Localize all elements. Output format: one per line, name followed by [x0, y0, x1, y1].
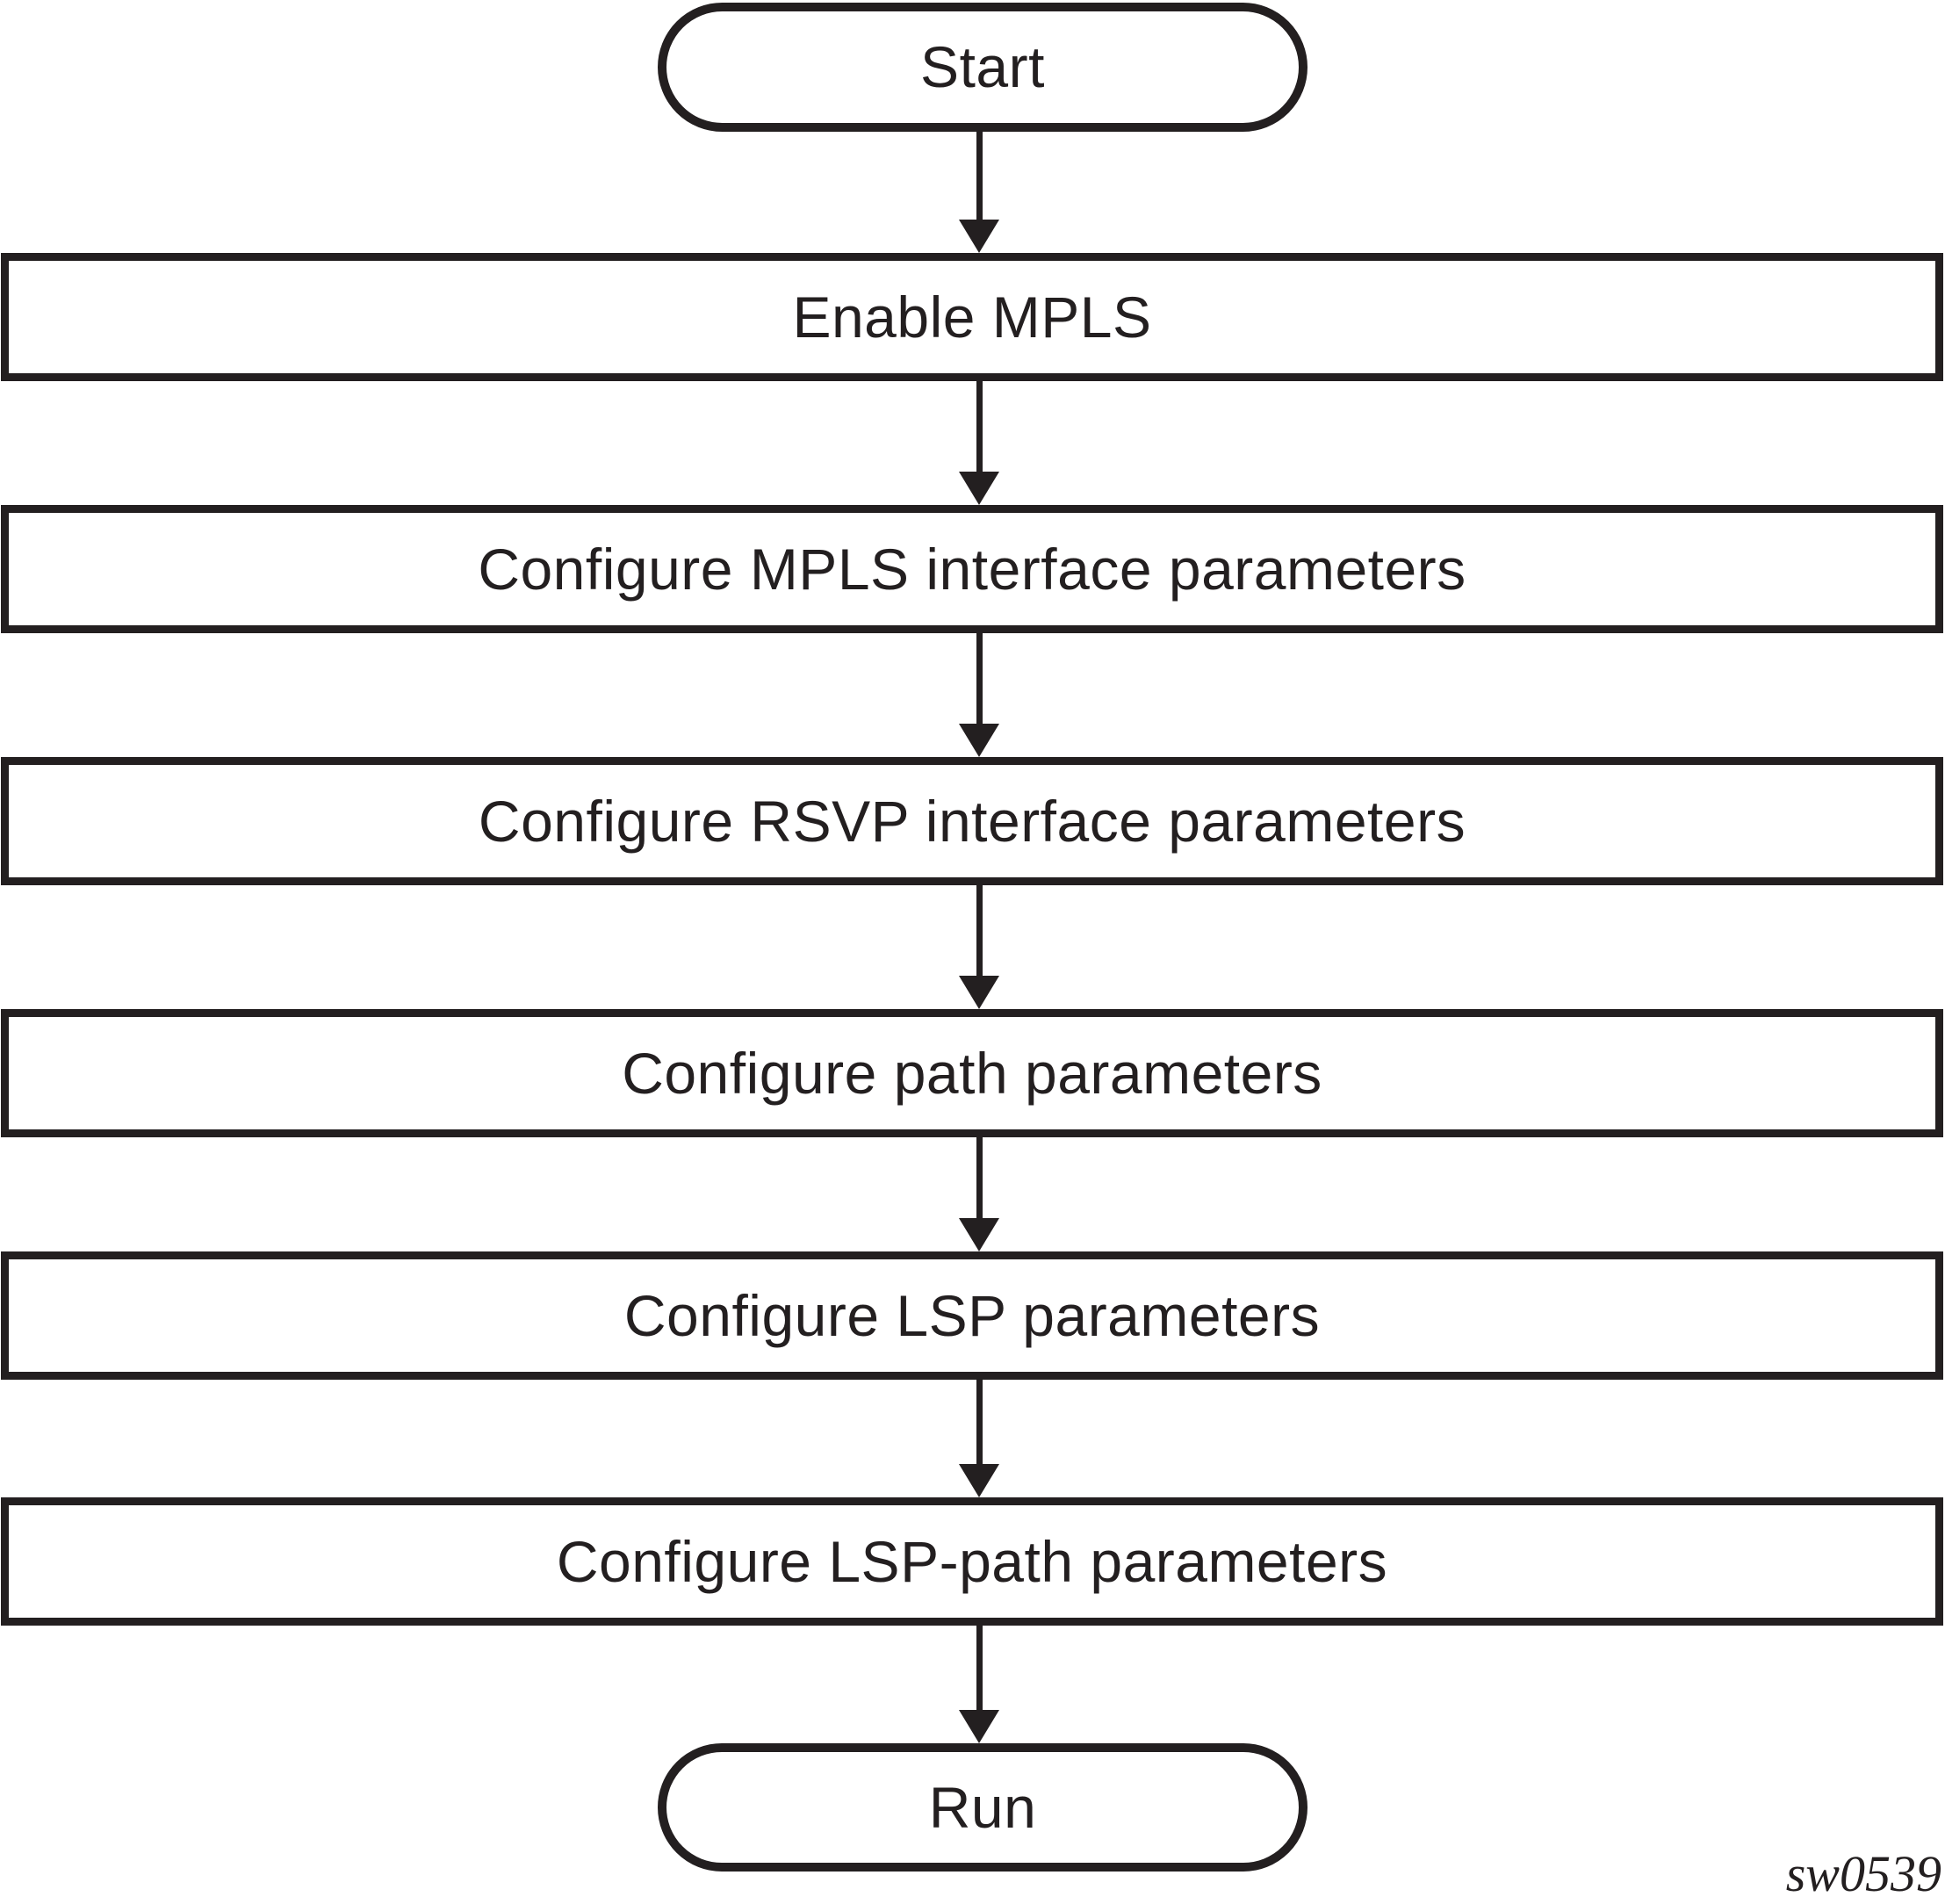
flow-node-config-mpls-iface: Configure MPLS interface parameters	[1, 505, 1943, 633]
arrow-down-icon	[959, 1218, 999, 1251]
arrow-shaft	[976, 130, 983, 220]
arrow-shaft	[976, 1136, 983, 1218]
flow-node-config-rsvp-iface-label: Configure RSVP interface parameters	[478, 788, 1466, 854]
arrow-down-icon	[959, 220, 999, 253]
arrow-down-icon	[959, 724, 999, 757]
flow-node-enable-mpls: Enable MPLS	[1, 253, 1943, 381]
flow-node-run-label: Run	[928, 1774, 1037, 1840]
arrow-shaft	[976, 1625, 983, 1710]
flow-node-config-rsvp-iface: Configure RSVP interface parameters	[1, 757, 1943, 885]
flow-node-start: Start	[658, 3, 1307, 132]
flow-node-config-lsp: Configure LSP parameters	[1, 1251, 1943, 1380]
flow-node-start-label: Start	[920, 34, 1045, 100]
flow-arrow-config-lsp-path-to-run	[959, 1625, 999, 1743]
flow-arrow-config-rsvp-iface-to-config-path	[959, 884, 999, 1009]
flow-node-config-path: Configure path parameters	[1, 1009, 1943, 1137]
arrow-shaft	[976, 884, 983, 976]
flow-node-config-mpls-iface-label: Configure MPLS interface parameters	[478, 536, 1466, 602]
flow-node-enable-mpls-label: Enable MPLS	[792, 284, 1152, 350]
flow-arrow-start-to-enable-mpls	[959, 130, 999, 253]
flow-node-config-lsp-label: Configure LSP parameters	[623, 1282, 1321, 1348]
arrow-down-icon	[959, 976, 999, 1009]
figure-id-label: sw0539	[1785, 1845, 1941, 1902]
flow-node-config-lsp-path: Configure LSP-path parameters	[1, 1497, 1943, 1626]
flow-arrow-config-path-to-config-lsp	[959, 1136, 999, 1251]
arrow-down-icon	[959, 472, 999, 505]
flow-node-config-lsp-path-label: Configure LSP-path parameters	[556, 1528, 1388, 1594]
arrow-shaft	[976, 1379, 983, 1464]
flow-arrow-enable-mpls-to-config-mpls-iface	[959, 380, 999, 505]
arrow-shaft	[976, 380, 983, 472]
flow-arrow-config-lsp-to-config-lsp-path	[959, 1379, 999, 1497]
flow-arrow-config-mpls-iface-to-config-rsvp-iface	[959, 632, 999, 757]
arrow-down-icon	[959, 1710, 999, 1743]
flow-node-run: Run	[658, 1743, 1307, 1872]
flow-node-config-path-label: Configure path parameters	[622, 1040, 1322, 1106]
arrow-shaft	[976, 632, 983, 724]
arrow-down-icon	[959, 1464, 999, 1497]
